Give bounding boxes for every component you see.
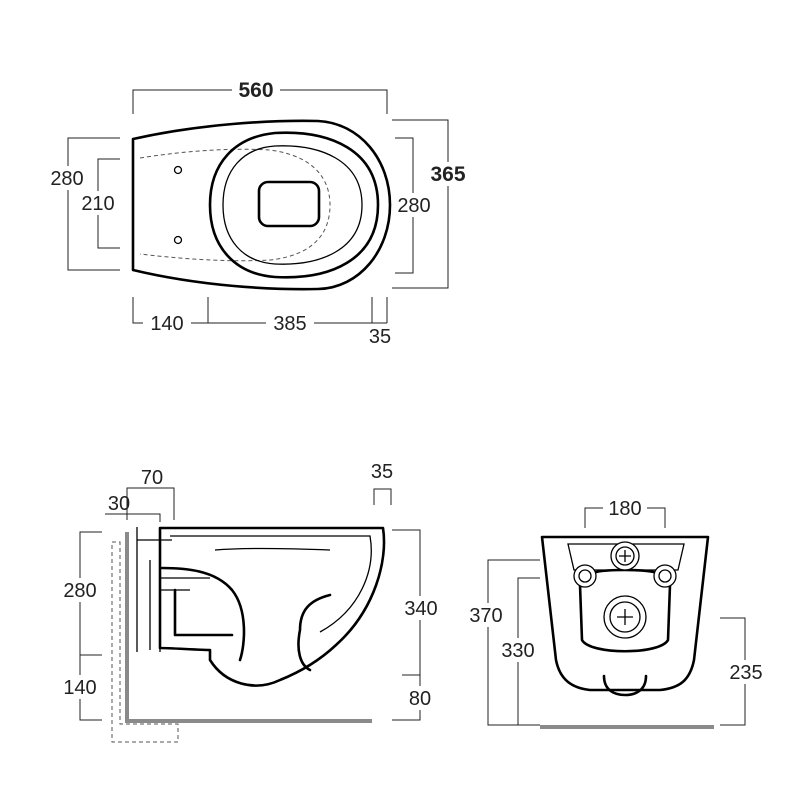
dim-label-280-side: 280: [63, 580, 96, 602]
outlet-pipe: [160, 577, 210, 591]
dim-line-280-left: [67, 137, 120, 271]
dim-label-560: 560: [238, 79, 273, 102]
dim-line-280-side: [79, 531, 102, 721]
inner-rim-dashed: [139, 148, 331, 262]
dim-label-80: 80: [409, 688, 431, 710]
top-view: 560 365 280 280 210 140 385 35: [44, 78, 471, 348]
dim-label-330: 330: [501, 640, 534, 662]
back-lower-spout: [602, 674, 648, 697]
fixing-hole-back-right: [653, 564, 677, 588]
cross-top: [619, 550, 631, 562]
fixing-hole-back-left-inner: [578, 569, 592, 583]
fixing-hole-upper: [173, 165, 183, 175]
dim-label-210: 210: [81, 193, 114, 215]
fixing-hole-lower: [173, 235, 183, 245]
dim-label-35-side: 35: [371, 461, 393, 483]
dim-label-370: 370: [469, 605, 502, 627]
trap-outline: [160, 566, 332, 672]
back-view: 180 370 330 235: [462, 496, 770, 729]
outlet-hole-back-inner: [609, 601, 641, 633]
dim-line-340: [392, 529, 421, 721]
dim-label-180: 180: [608, 498, 641, 520]
floor-line-side: [125, 532, 372, 723]
bowl-inner-line-side: [170, 535, 372, 633]
fixing-hole-back-left: [573, 564, 597, 588]
water-outlet-square: [257, 180, 321, 228]
dim-line-70: [126, 487, 175, 520]
dim-label-280-left: 280: [50, 168, 83, 190]
dim-line-365: [392, 119, 449, 289]
dim-label-385: 385: [273, 313, 306, 335]
back-outline: [540, 535, 710, 692]
bowl-opening: [208, 131, 380, 279]
back-plate-inner: [567, 543, 685, 571]
fixing-hole-back-right-inner: [658, 569, 672, 583]
dim-line-370: [487, 559, 540, 726]
bowl-outline-side: [158, 526, 386, 687]
cross-outlet: [617, 609, 633, 625]
dim-label-365: 365: [430, 163, 465, 186]
side-view: 70 30 35 280 140 340 80: [56, 461, 444, 743]
dim-label-235: 235: [729, 662, 762, 684]
dim-label-340: 340: [404, 598, 437, 620]
wall-dashed: [111, 541, 179, 743]
bowl-outline-top: [131, 119, 392, 291]
dim-line-35: [373, 488, 392, 505]
dim-label-140-top: 140: [150, 313, 183, 335]
dim-label-140-side: 140: [63, 677, 96, 699]
dim-label-280-right: 280: [397, 195, 430, 217]
dim-label-30: 30: [108, 493, 130, 515]
inlet-hole-top-inner: [615, 546, 635, 566]
dim-label-35-top: 35: [369, 326, 391, 348]
dim-line-30: [105, 513, 161, 522]
dim-chain-bottom: [132, 297, 388, 324]
bowl-inner-line: [222, 145, 363, 265]
dim-label-70: 70: [141, 467, 163, 489]
